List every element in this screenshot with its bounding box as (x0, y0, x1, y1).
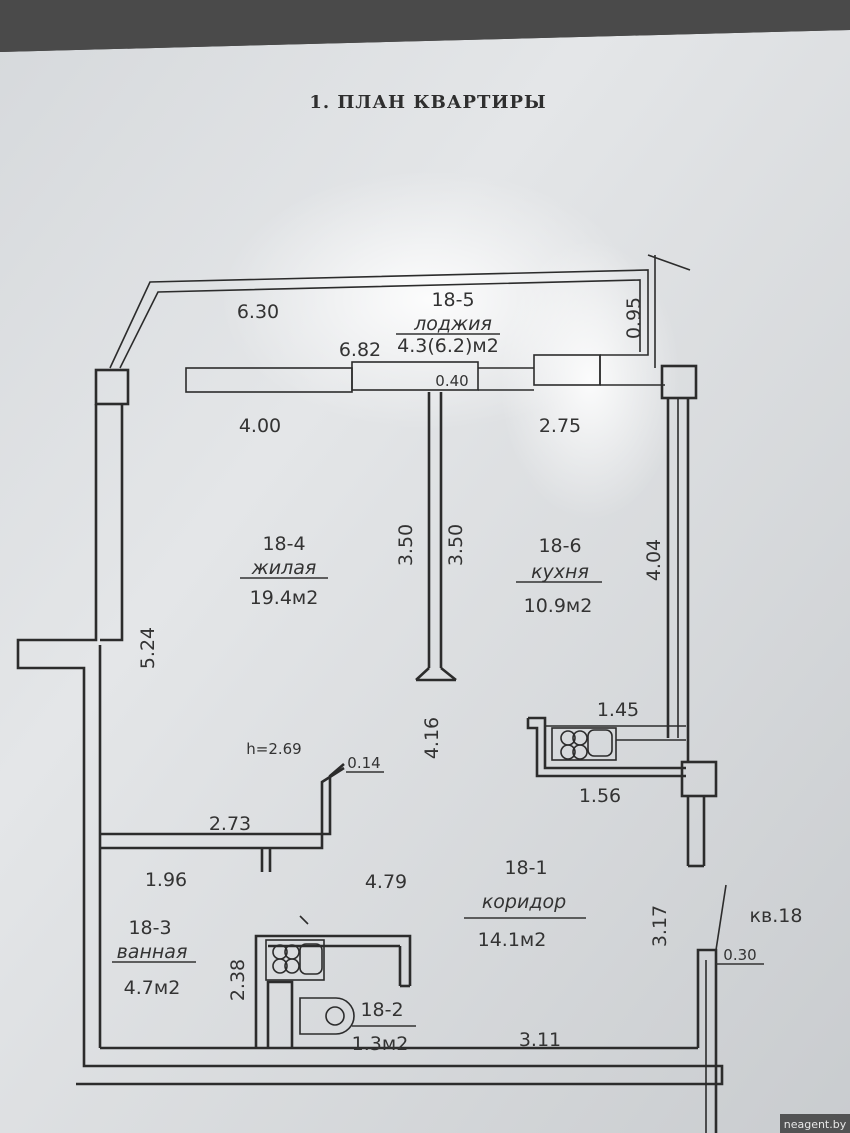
dim-kitchen-top: 2.75 (539, 415, 581, 437)
light-glare-2 (500, 240, 680, 520)
dim-loggia-length: 6.30 (237, 301, 279, 323)
walls (16, 254, 727, 1133)
room-18-6-id: 18-6 (538, 535, 581, 557)
left-wall-upper-inner (100, 404, 124, 642)
dim-counter-top: 1.45 (597, 699, 639, 721)
dim-bath-width: 1.96 (145, 869, 187, 891)
column-top-right (660, 364, 698, 400)
room-18-3-id: 18-3 (128, 917, 171, 939)
folder-edge (0, 0, 850, 52)
room-18-1-area: 14.1м2 (478, 929, 547, 951)
room-18-2-id: 18-2 (360, 999, 403, 1021)
watermark: neagent.by (784, 1118, 847, 1131)
dim-living-top: 4.00 (239, 415, 281, 437)
room-labels: 18-5 лоджия 4.3(6.2)м2 18-4 жилая 19.4м2… (112, 289, 602, 1055)
stove (551, 727, 617, 761)
dim-hall-side: 3.17 (649, 905, 671, 947)
room-18-4-id: 18-4 (262, 533, 305, 555)
dim-hall-bottom: 3.11 (519, 1029, 561, 1051)
room-18-5-name: лоджия (413, 313, 492, 335)
room-18-4-area: 19.4м2 (250, 587, 319, 609)
dim-hall-wall: 2.73 (209, 813, 251, 835)
ceiling-height: h=2.69 (246, 740, 301, 758)
dim-center-height: 4.16 (421, 717, 443, 759)
living-hall-divider (100, 763, 345, 836)
bathroom-wall (254, 934, 412, 1048)
window-middle (351, 361, 479, 391)
toilet (299, 997, 355, 1035)
dimension-labels: 6.30 6.82 0.95 0.40 4.00 2.75 3.50 3.50 … (137, 297, 802, 1051)
dim-kitchen-side: 4.04 (643, 539, 665, 581)
apartment-label: кв.18 (750, 905, 803, 927)
dim-niche: 0.14 (347, 754, 380, 772)
kitchen-counter (528, 716, 686, 770)
dim-partition-b: 3.50 (445, 524, 467, 566)
dim-partition-a: 3.50 (395, 524, 417, 566)
loggia-inner-wall (119, 279, 641, 369)
room-18-6-name: кухня (531, 561, 589, 583)
column-top-left (94, 368, 130, 406)
left-wall-outer (16, 404, 98, 1060)
dim-bath-height: 2.38 (227, 959, 249, 1001)
dim-window-gap: 0.40 (435, 372, 468, 390)
dim-loggia-inner: 6.82 (339, 339, 381, 361)
dim-loggia-depth: 0.95 (623, 297, 645, 339)
bottom-wall (76, 1060, 724, 1086)
dim-hall-width: 4.79 (365, 871, 407, 893)
watermark-bg (780, 1114, 850, 1133)
dim-wall-thickness: 0.30 (723, 946, 756, 964)
room-18-4-name: жилая (251, 557, 317, 579)
dim-counter-bottom: 1.56 (579, 785, 621, 807)
room-18-5-area: 4.3(6.2)м2 (397, 335, 499, 357)
right-wall-lower (696, 948, 718, 1133)
room-18-2-area: 1.3м2 (352, 1033, 409, 1055)
room-18-3-name: ванная (117, 941, 188, 963)
dim-living-side: 5.24 (137, 627, 159, 669)
column-mid-right (680, 760, 718, 798)
sink (265, 939, 325, 981)
loggia-outer-wall (109, 269, 649, 369)
room-18-1-name: коридор (482, 891, 566, 913)
room-18-6-area: 10.9м2 (524, 595, 593, 617)
room-18-5-id: 18-5 (431, 289, 474, 311)
room-18-3-area: 4.7м2 (124, 977, 181, 999)
room-18-1-id: 18-1 (504, 857, 547, 879)
page-title: 1. ПЛАН КВАРТИРЫ (309, 92, 546, 113)
